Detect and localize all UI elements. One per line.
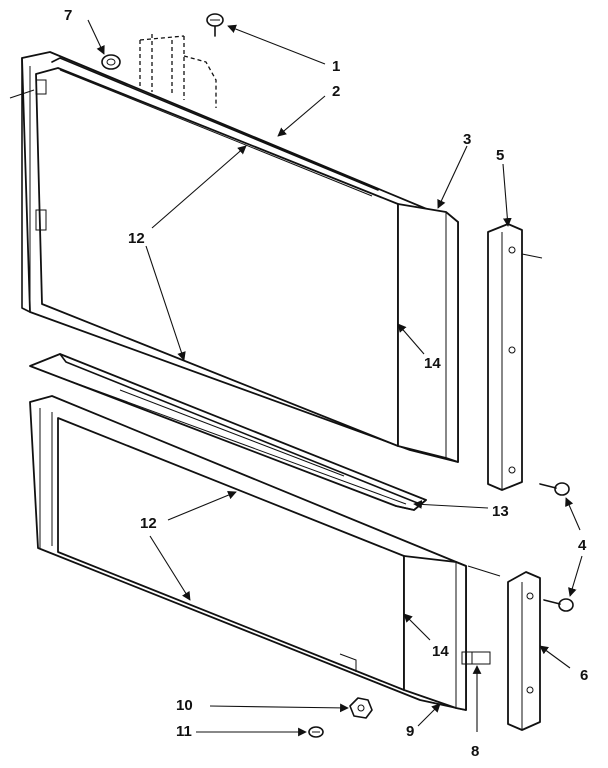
callout-labels: 1 2 3 5 7 12 14 4 13 12 14 6 10 11 9 8 [64, 7, 588, 760]
callout-11: 11 [176, 723, 192, 740]
upper-glass-edge [397, 203, 459, 463]
screw-part-1 [206, 13, 224, 37]
callout-14-lower: 14 [432, 643, 449, 660]
screw-part-11 [308, 726, 324, 738]
upper-panel-assembly [9, 13, 459, 463]
callout-6: 6 [580, 667, 588, 684]
screw-part-4-upper [539, 482, 570, 496]
callout-8: 8 [471, 743, 479, 760]
lower-glass-edge [403, 555, 467, 711]
callout-3: 3 [463, 131, 471, 148]
callout-10: 10 [176, 697, 193, 714]
callout-5: 5 [496, 147, 504, 164]
callout-14-upper: 14 [424, 355, 441, 372]
bracket-part-8 [461, 651, 491, 665]
callout-12-upper: 12 [128, 230, 145, 247]
screw-part-4-lower [543, 598, 574, 612]
nut-part-10 [349, 697, 373, 719]
lower-panel-face [57, 417, 405, 691]
callout-13: 13 [492, 503, 509, 520]
grommet-part-7 [101, 54, 121, 70]
callout-7: 7 [64, 7, 72, 24]
callout-1: 1 [332, 58, 340, 75]
callout-2: 2 [332, 83, 340, 100]
callout-12-lower: 12 [140, 515, 157, 532]
side-bracket-part-5 [487, 223, 543, 491]
callout-4: 4 [578, 537, 587, 554]
lower-panel-assembly [29, 395, 491, 738]
leader-lines [87, 19, 583, 737]
callout-9: 9 [406, 723, 414, 740]
side-bracket-part-6 [507, 571, 541, 731]
